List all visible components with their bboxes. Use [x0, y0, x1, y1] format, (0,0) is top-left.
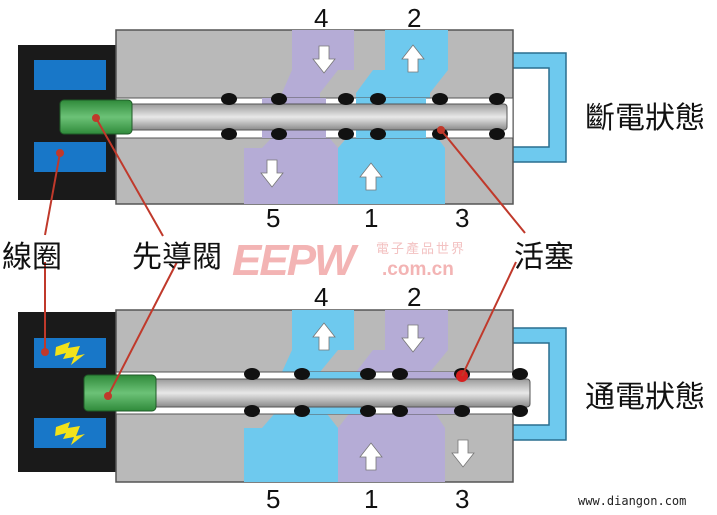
o-rings	[221, 93, 505, 140]
piston-label: 活塞	[514, 240, 574, 275]
arrow-up-icon	[312, 322, 336, 351]
lightning-icon	[55, 342, 85, 365]
leader-piston-bottom	[461, 261, 517, 377]
watermark-logo: EEPW	[232, 236, 356, 285]
flow-arrows	[312, 322, 475, 471]
arrow-down-icon	[312, 45, 336, 74]
port-2-top: 2	[407, 3, 422, 33]
flow-arrows	[260, 44, 425, 191]
pilot-valve-label: 先導閥	[132, 240, 222, 275]
arrow-up-icon	[401, 44, 425, 73]
port-2-bottom: 2	[407, 282, 422, 312]
port-4-top: 4	[314, 3, 329, 33]
port-3-bottom: 3	[455, 484, 470, 514]
valve-on	[18, 309, 567, 483]
coil-winding-upper	[34, 60, 106, 90]
arrow-down-icon	[401, 324, 425, 353]
watermark-url: .com.cn	[382, 259, 454, 280]
leader-piston-top	[440, 129, 526, 234]
state-on-label: 通電狀態	[585, 380, 705, 415]
arrow-up-icon	[359, 442, 383, 471]
leader-pilot-bottom	[107, 261, 178, 397]
leader-pilot-top	[95, 117, 164, 237]
leader-coil-top	[44, 152, 61, 236]
pilot-valve-core	[83, 374, 157, 412]
leader-lines	[41, 114, 526, 400]
arrow-up-icon	[359, 162, 383, 191]
o-rings	[244, 368, 528, 417]
port-4-bottom: 4	[314, 282, 329, 312]
arrow-down-icon	[260, 159, 284, 188]
coil-winding-lower	[34, 142, 106, 172]
port-1-top: 1	[364, 203, 379, 233]
state-off-label: 斷電狀態	[585, 101, 705, 136]
port-1-bottom: 1	[364, 484, 379, 514]
valve-off	[18, 29, 567, 205]
watermark-cn: 電子產品世界	[376, 242, 467, 257]
site-url: www.diangon.com	[578, 494, 687, 508]
lightning-icon	[55, 422, 85, 445]
port-3-top: 3	[455, 203, 470, 233]
port-5-bottom: 5	[266, 484, 281, 514]
coil-label: 線圈	[2, 240, 62, 275]
port-5-top: 5	[266, 203, 281, 233]
end-cap	[511, 52, 567, 163]
arrow-down-icon	[451, 439, 475, 468]
